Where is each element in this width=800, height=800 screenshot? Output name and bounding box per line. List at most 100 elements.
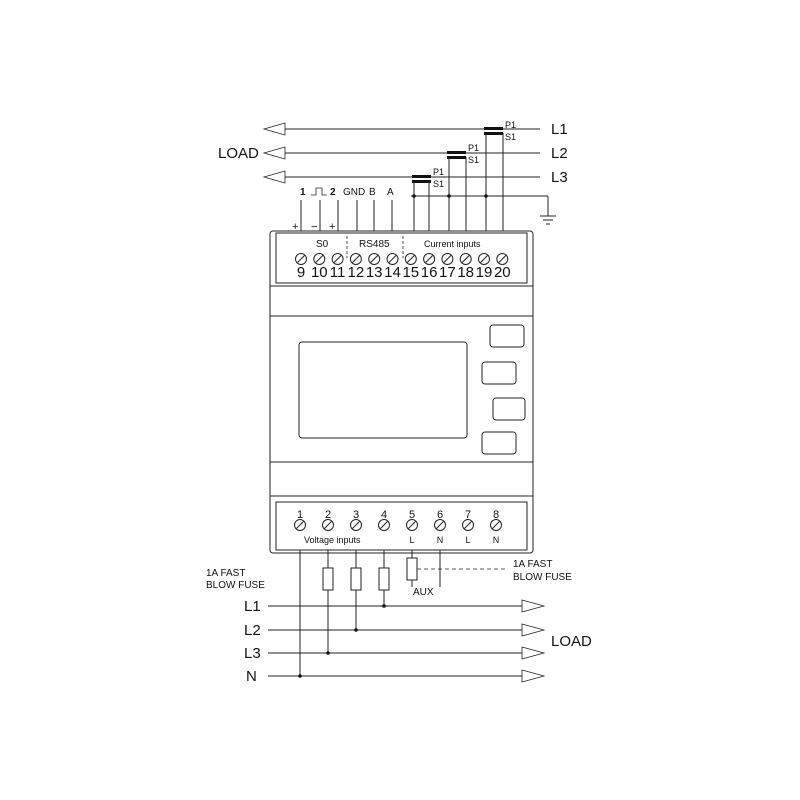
terminal-screw-icon [496, 253, 509, 265]
terminal-number: 10 [311, 264, 328, 281]
fuse-label-right-2: BLOW FUSE [513, 572, 572, 583]
arrow-right-icon [521, 599, 546, 613]
load-label-top: LOAD [218, 145, 259, 162]
svg-text:A: A [387, 187, 394, 198]
bottom-line-label-l1: L1 [244, 598, 261, 615]
terminal-screw-icon-slot [461, 255, 470, 263]
terminal-number: 12 [348, 264, 365, 281]
terminal-screw-icon [386, 253, 399, 265]
svg-text:P1: P1 [505, 120, 516, 130]
svg-text:1: 1 [300, 187, 306, 198]
svg-text:GND: GND [343, 187, 365, 198]
terminal-screw-icon [441, 253, 454, 265]
arrow-left-icon [262, 170, 286, 184]
terminal-screw-icon [459, 253, 472, 265]
bottom-line-label-l2: L2 [244, 622, 261, 639]
group-label-rs485: RS485 [359, 239, 390, 250]
meter-button-2[interactable] [481, 361, 517, 385]
terminal-screw-icon-slot [370, 255, 379, 263]
terminal-sub-label: N [437, 535, 444, 545]
group-label-current-inputs: Current inputs [424, 239, 481, 249]
terminal-screw-icon [295, 253, 307, 265]
terminal-number: 19 [476, 264, 493, 281]
terminal-number: 6 [437, 509, 443, 521]
terminal-screw-icon-slot [352, 255, 360, 263]
terminal-screw-icon [434, 519, 446, 531]
current-transformer-l3: P1 S1 [412, 167, 444, 189]
ground-icon [540, 215, 556, 225]
terminal-number: 17 [439, 264, 456, 281]
terminal-screw-icon-slot [324, 521, 332, 529]
terminal-number: 13 [366, 264, 383, 281]
fuse-label-left-2: BLOW FUSE [206, 580, 265, 591]
meter-button-3[interactable] [492, 397, 526, 421]
terminal-number: 8 [493, 509, 499, 521]
fuse-icon [322, 567, 334, 591]
meter-button-1[interactable] [489, 324, 525, 348]
terminal-screw-icon [490, 519, 502, 531]
svg-text:P1: P1 [433, 167, 444, 177]
current-transformer-l1: P1 S1 [484, 120, 516, 142]
terminal-number: 7 [465, 509, 471, 521]
svg-text:S1: S1 [468, 155, 479, 165]
terminal-number: 16 [421, 264, 438, 281]
svg-text:P1: P1 [468, 143, 479, 153]
svg-text:2: 2 [330, 187, 336, 198]
bottom-wiring [268, 550, 546, 683]
line-label-l2: L2 [551, 145, 568, 162]
terminal-screw-icon-slot [352, 521, 360, 529]
arrow-right-icon [521, 623, 546, 637]
bottom-line-label-l3: L3 [244, 645, 261, 662]
terminal-number: 15 [402, 264, 419, 281]
terminal-screw-icon-slot [296, 521, 304, 529]
terminal-screw-icon [404, 253, 417, 265]
terminal-screw-icon [349, 253, 362, 265]
terminal-screw-icon [331, 253, 344, 265]
line-label-l1: L1 [551, 121, 568, 138]
terminal-screw-icon-slot [480, 255, 488, 263]
load-label-bottom: LOAD [551, 633, 592, 650]
terminal-screw-icon [462, 519, 474, 531]
terminal-screw-icon-slot [380, 521, 388, 529]
terminal-number: 3 [353, 509, 359, 521]
terminal-number: 1 [297, 509, 303, 521]
fuse-icon [350, 567, 362, 591]
arrow-left-icon [262, 146, 286, 160]
meter-body [269, 230, 534, 554]
bottom-line-label-n: N [246, 668, 257, 685]
terminal-number: 14 [384, 264, 401, 281]
fuse-icon [378, 567, 390, 591]
svg-text:+: + [329, 221, 335, 233]
group-label-s0: S0 [316, 239, 329, 250]
terminal-sub-label: N [493, 535, 500, 545]
terminal-screw-icon-slot [425, 255, 433, 263]
meter-button-4[interactable] [481, 431, 517, 455]
terminal-screw-icon-slot [315, 255, 324, 263]
arrow-left-icon [262, 122, 286, 136]
terminal-screw-icon [350, 519, 362, 531]
svg-text:S1: S1 [433, 179, 444, 189]
terminal-number: 4 [381, 509, 387, 521]
terminal-screw-icon [294, 519, 306, 531]
terminal-screw-icon [368, 253, 381, 265]
svg-text:S1: S1 [505, 132, 516, 142]
terminal-screw-icon-slot [492, 521, 500, 529]
fuse-label-right-1: 1A FAST [513, 559, 552, 570]
terminal-number: 2 [325, 509, 331, 521]
terminal-number: 11 [330, 264, 346, 281]
svg-text:+: + [292, 221, 298, 233]
svg-text:B: B [369, 187, 376, 198]
terminal-screw-icon-slot [464, 521, 472, 529]
terminal-screw-icon-slot [333, 255, 342, 263]
terminal-screw-icon [423, 253, 436, 265]
aux-fuse-icon [406, 557, 418, 581]
terminal-screw-icon-slot [443, 255, 452, 263]
svg-text:−: − [311, 221, 317, 233]
lcd-display [298, 341, 468, 439]
terminal-sub-label: L [465, 535, 470, 545]
current-transformer-l2: P1 S1 [447, 143, 479, 165]
terminal-screw-icon-slot [388, 255, 397, 263]
